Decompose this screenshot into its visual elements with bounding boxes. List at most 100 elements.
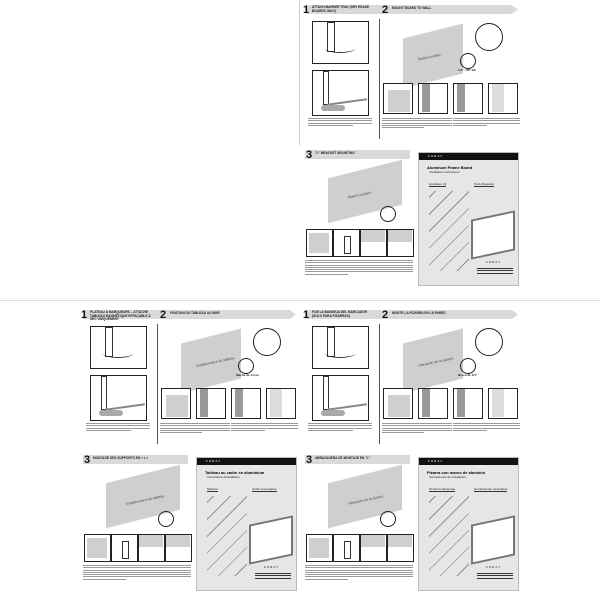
step-2-number: 2 <box>382 309 389 321</box>
step-1-instructions <box>86 423 150 431</box>
step-3-figure-d <box>387 229 414 257</box>
hardware-parts-illustration <box>207 496 247 576</box>
step-3-figure-b <box>111 534 138 562</box>
page-divider <box>0 300 600 301</box>
step-3-title: Abrazadera de montaje en "L" <box>315 456 371 460</box>
card-subtitle: Installation Instructions <box>429 170 460 174</box>
instruction-page: 1 Fije la bandeja del marcador (solo par… <box>300 308 525 600</box>
step-3-instructions <box>305 565 413 580</box>
step-2-figure-a <box>383 388 413 419</box>
page-divider <box>299 0 300 145</box>
card-title: Pizarra con marco de aluminio <box>427 470 486 475</box>
brand-logo: FORAY <box>264 565 280 569</box>
step-3-header-bar <box>305 455 410 464</box>
drill-icon <box>460 53 476 69</box>
step-2-figure-b <box>418 388 448 419</box>
instruction-page: 1 Plateau à marqueurs – attache tableau … <box>78 308 303 600</box>
card-title: Tableau au cadre en aluminium <box>205 470 265 475</box>
step-2-instructions-cont <box>231 423 298 431</box>
frame-board-illustration <box>471 515 515 565</box>
drill-bit-label: Broca de 1/4" <box>458 373 478 377</box>
step-3-figure-b <box>333 534 360 562</box>
step-2-figure-a <box>161 388 191 419</box>
brand-header: FORAY <box>419 153 518 160</box>
step-2-figure-d <box>266 388 296 419</box>
step-1-number: 1 <box>303 4 310 16</box>
hardware-kit-heading: Kit de herramientas <box>429 487 456 493</box>
marker-tray-illustration <box>312 326 369 369</box>
step-3-title: "L" bracket mounting <box>315 151 355 155</box>
column-divider <box>379 19 380 139</box>
step-2-instructions <box>160 423 230 434</box>
tools-required-heading: Outils nécessaires <box>252 487 277 493</box>
step-1-instructions <box>308 118 372 126</box>
step-3-figure-d <box>165 534 192 562</box>
step-1-title: Fije la bandeja del marcador (solo para … <box>312 310 367 318</box>
card-title: Aluminum Frame Board <box>427 165 473 170</box>
hardware-parts-illustration <box>429 496 469 576</box>
step-3-figure-a <box>306 229 333 257</box>
marker-tray-illustration <box>90 326 147 369</box>
step-3-header-bar <box>83 455 188 464</box>
step-3-instructions <box>83 565 191 580</box>
step-2-instructions-cont <box>453 423 520 431</box>
card-footer-text <box>477 268 513 274</box>
tools-required-heading: Tools Required <box>474 182 495 188</box>
step-2-figure-c <box>231 388 261 419</box>
step-1-instructions <box>308 423 372 431</box>
step-3-figure-c <box>360 534 387 562</box>
card-footer-text <box>255 573 291 579</box>
brand-header: FORAY <box>197 458 296 465</box>
step-1-number: 1 <box>303 309 310 321</box>
step-3-drill-icon <box>158 511 174 527</box>
wall-hook-detail-icon <box>253 328 281 356</box>
steps-header-bar <box>305 5 518 14</box>
step-1-title: Attach marker tray (dry erase boards onl… <box>312 5 370 13</box>
column-divider <box>379 324 380 444</box>
step-2-title: Fixation du tableau au mur <box>170 311 220 315</box>
marker-tray-illustration <box>312 21 369 64</box>
step-2-number: 2 <box>160 309 167 321</box>
step-3-figure-a <box>306 534 333 562</box>
brand-logo: FORAY <box>486 565 502 569</box>
step-3-drill-icon <box>380 206 396 222</box>
cover-card: FORAY Tableau au cadre en aluminium Inst… <box>196 457 297 591</box>
column-divider <box>157 324 158 444</box>
step-3-figure-c <box>138 534 165 562</box>
step-3-number: 3 <box>306 149 313 161</box>
step-3-title: Montage des supports en « L » <box>93 456 149 460</box>
step-2-figure-d <box>488 388 518 419</box>
frame-board-illustration <box>249 515 293 565</box>
step-1-title: Plateau à marqueurs – attache tableau ma… <box>90 310 151 322</box>
step-2-number: 2 <box>382 4 389 16</box>
tools-required-heading: Herramientas necesarias <box>474 487 508 493</box>
marker-tray-detail-illustration <box>312 375 369 421</box>
brand-logo: FORAY <box>486 260 502 264</box>
step-3-instructions <box>305 260 413 275</box>
marker-tray-detail-illustration <box>312 70 369 116</box>
steps-header-bar <box>83 310 296 319</box>
instruction-page: 1 Attach marker tray (dry erase boards o… <box>300 3 525 295</box>
blank-page <box>0 0 298 298</box>
hardware-parts-illustration <box>429 191 469 271</box>
cover-card: FORAY Pizarra con marco de aluminio Inst… <box>418 457 519 591</box>
cover-card: FORAY Aluminum Frame Board Installation … <box>418 152 519 286</box>
step-2-figure-a <box>383 83 413 114</box>
step-3-header-bar <box>305 150 410 159</box>
step-2-figure-b <box>196 388 226 419</box>
brand-header: FORAY <box>419 458 518 465</box>
step-2-title: Mount board to wall <box>392 6 432 10</box>
step-3-drill-icon <box>380 511 396 527</box>
card-subtitle: Instrucciones de instalación <box>429 475 466 479</box>
step-2-instructions-cont <box>453 118 520 126</box>
steps-header-bar <box>305 310 518 319</box>
step-3-figure-b <box>333 229 360 257</box>
step-2-title: Monte la pizarra en la pared <box>392 311 446 315</box>
wall-hook-detail-icon <box>475 23 503 51</box>
drill-icon <box>238 358 254 374</box>
step-2-instructions <box>382 423 452 434</box>
step-2-figure-c <box>453 83 483 114</box>
step-3-figure-d <box>387 534 414 562</box>
step-2-instructions <box>382 118 452 129</box>
frame-board-illustration <box>471 210 515 260</box>
